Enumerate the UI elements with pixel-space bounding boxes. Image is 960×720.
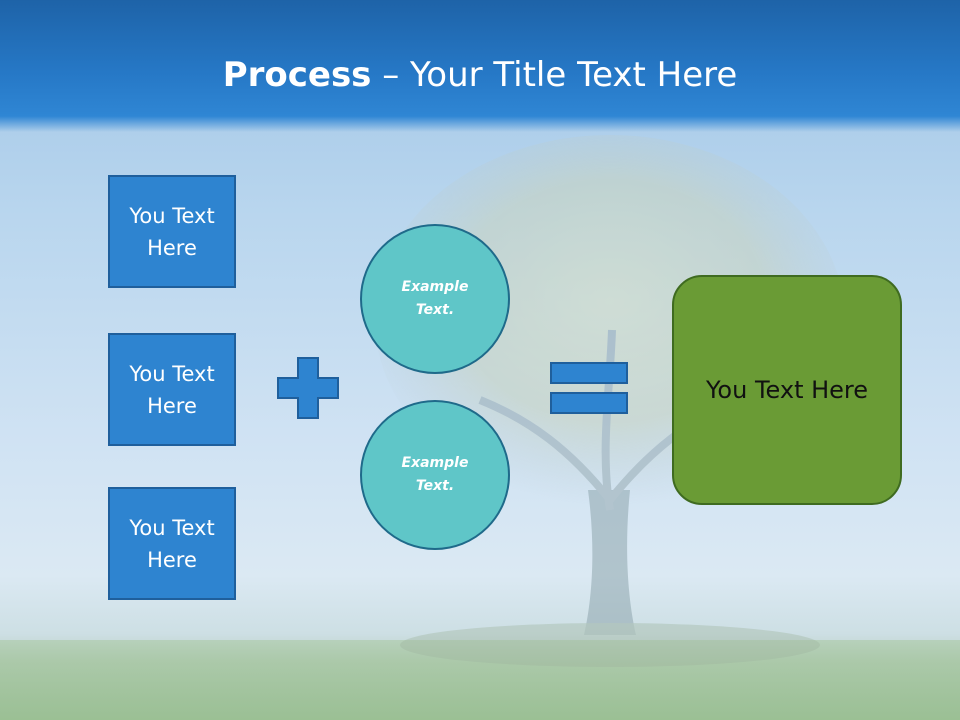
text-box-3[interactable]: You Text Here	[108, 487, 236, 600]
title-rest: – Your Title Text Here	[371, 55, 738, 95]
plus-icon	[277, 357, 339, 419]
equals-icon	[550, 362, 628, 414]
result-box[interactable]: You Text Here	[672, 275, 902, 505]
example-circle-1[interactable]: Example Text.	[360, 224, 510, 374]
title-bold: Process	[222, 55, 372, 95]
example-circle-2[interactable]: Example Text.	[360, 400, 510, 550]
text-box-1[interactable]: You Text Here	[108, 175, 236, 288]
page-title: Process – Your Title Text Here	[0, 52, 960, 98]
text-box-2[interactable]: You Text Here	[108, 333, 236, 446]
title-bar	[0, 0, 960, 132]
grass-ground	[0, 640, 960, 720]
